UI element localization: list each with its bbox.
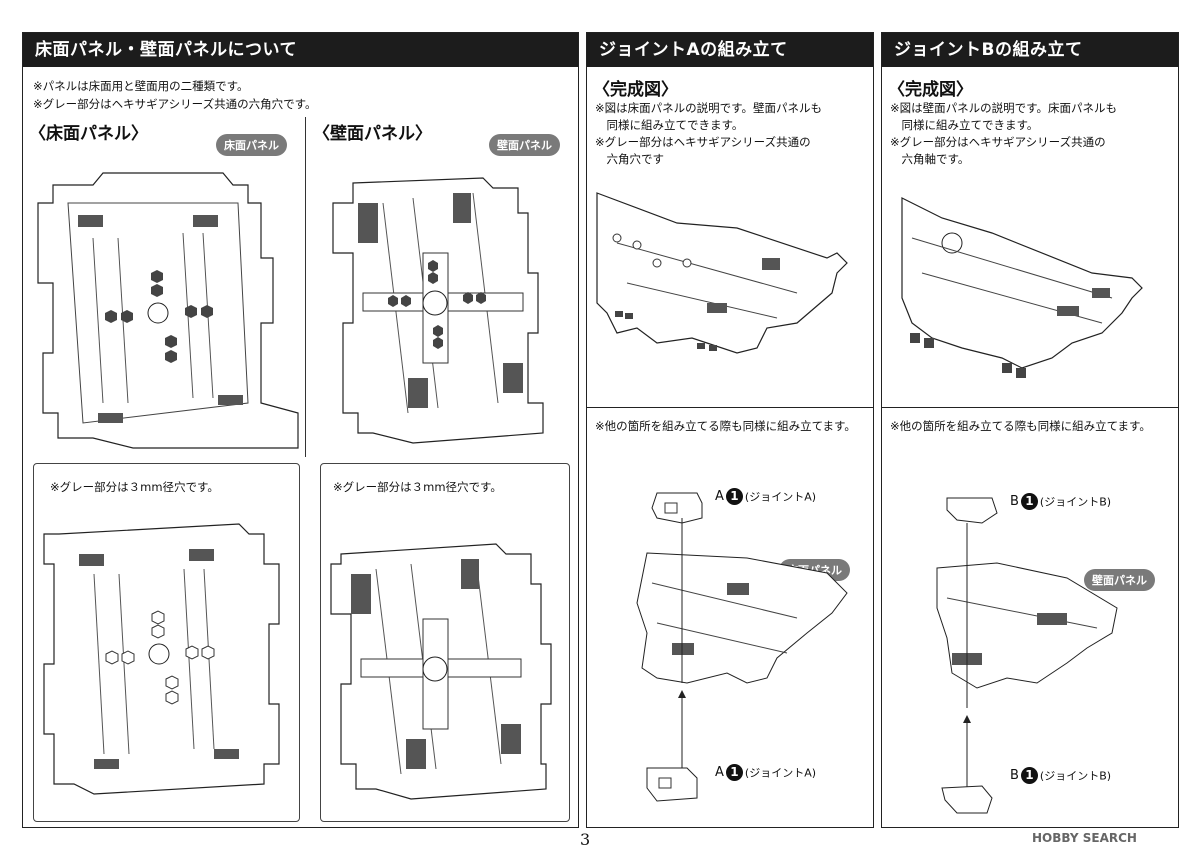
panel-overview: 床面パネル・壁面パネルについて ※パネルは床面用と壁面用の二種類です。 ※グレー… [22,32,579,828]
overview-note-2: ※グレー部分はヘキサギアシリーズ共通の六角穴です。 [33,97,317,111]
joint-a-bottom-letter: A [715,765,724,780]
wall-panel-title: 〈壁面パネル〉 [313,124,432,144]
joint-b-header: ジョイントBの組み立て [882,33,1178,67]
joint-b-bottom-number: 1 [1020,767,1038,784]
panel-joint-a: ジョイントAの組み立て 〈完成図〉 ※図は床面パネルの説明です。壁面パネルも 同… [586,32,874,828]
page-number: 3 [580,830,591,849]
joint-b-top-number: 1 [1020,493,1038,510]
joint-a-note-1: ※図は床面パネルの説明です。壁面パネルも [595,101,822,115]
joint-b-bottom-letter: B [1010,768,1019,783]
joint-b-panel-tag: 壁面パネル [1084,569,1155,591]
wall-panel-3mm-illustration [330,543,552,800]
floor-detail-bubble: ※グレー部分は３mm径穴です。 [33,463,300,822]
joint-a-top-name: (ジョイントA) [744,490,817,504]
joint-a-note-4: 六角穴です [595,152,664,166]
joint-a-assembly-illustration [636,492,848,802]
floor-panel-illustration [37,172,299,449]
joint-b-note-3: ※グレー部分はヘキサギアシリーズ共通の [890,135,1106,149]
wall-bubble-note: ※グレー部分は３mm径穴です。 [333,480,502,494]
overview-note-1: ※パネルは床面用と壁面用の二種類です。 [33,79,249,93]
joint-a-header: ジョイントAの組み立て [587,33,873,67]
overview-header: 床面パネル・壁面パネルについて [23,33,578,67]
panel-joint-b: ジョイントBの組み立て 〈完成図〉 ※図は壁面パネルの説明です。床面パネルも 同… [881,32,1179,828]
wall-detail-bubble: ※グレー部分は３mm径穴です。 [320,463,570,822]
joint-b-complete-title: 〈完成図〉 [888,80,973,100]
wall-panel-tag: 壁面パネル [489,134,560,156]
joint-b-bottom-name: (ジョイントB) [1039,769,1112,783]
watermark-logo: HOBBY SEARCH [1032,831,1137,845]
joint-a-bottom-name: (ジョイントA) [744,766,817,780]
floor-panel-title: 〈床面パネル〉 [29,124,148,144]
joint-b-note-2: 同様に組み立てできます。 [890,118,1039,132]
floor-panel-3mm-illustration [43,523,280,795]
joint-a-top-letter: A [715,489,724,504]
joint-a-note-3: ※グレー部分はヘキサギアシリーズ共通の [595,135,811,149]
joint-a-complete-illustration [596,192,848,354]
joint-a-lower-note: ※他の箇所を組み立てる際も同様に組み立てます。 [595,419,856,433]
joint-b-lower-note: ※他の箇所を組み立てる際も同様に組み立てます。 [890,419,1151,433]
floor-bubble-note: ※グレー部分は３mm径穴です。 [50,480,219,494]
joint-a-bottom-number: 1 [725,764,743,781]
joint-a-complete-title: 〈完成図〉 [593,80,678,100]
joint-b-top-name: (ジョイントB) [1039,495,1112,509]
joint-b-note-4: 六角軸です。 [890,152,970,166]
joint-a-note-2: 同様に組み立てできます。 [595,118,744,132]
joint-b-assembly-illustration [936,497,1118,814]
joint-b-note-1: ※図は壁面パネルの説明です。床面パネルも [890,101,1117,115]
joint-b-top-letter: B [1010,494,1019,509]
column-divider [305,117,306,457]
wall-panel-illustration [332,177,544,444]
joint-b-section-divider [882,407,1178,408]
joint-b-complete-illustration [901,197,1143,378]
joint-a-section-divider [587,407,873,408]
joint-a-top-number: 1 [725,488,743,505]
floor-panel-tag: 床面パネル [216,134,287,156]
